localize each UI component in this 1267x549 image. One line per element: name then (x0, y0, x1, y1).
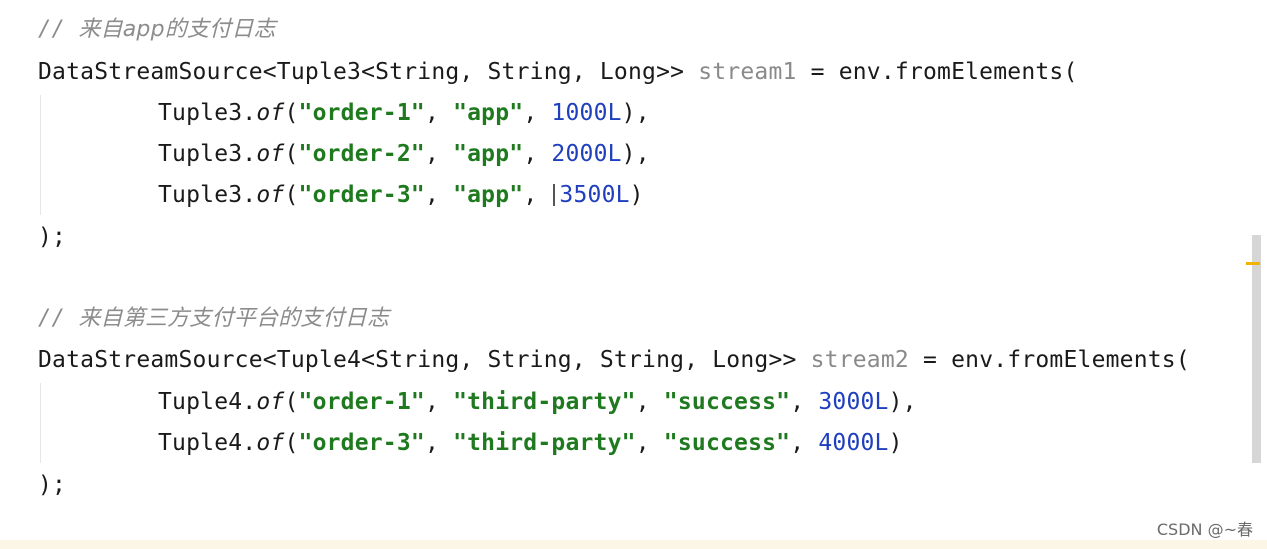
paren-end: ), (621, 141, 650, 167)
separator: , (424, 141, 454, 167)
separator: , (635, 389, 664, 415)
indent-guide (40, 383, 41, 463)
paren-end: ) (629, 182, 644, 208)
string-literal: "order-1" (298, 389, 425, 415)
string-literal: "app" (453, 182, 524, 208)
string-literal: "third-party" (453, 430, 636, 456)
string-literal: "order-2" (298, 141, 425, 167)
method-name: of (256, 182, 285, 208)
variable-name: stream2 (810, 347, 909, 373)
code-line-tuple[interactable]: Tuple4.of("order-1", "third-party", "suc… (158, 382, 917, 422)
comment-line-third-party: // 来自第三方支付平台的支付日志 (38, 299, 389, 339)
code-line-tuple[interactable]: Tuple4.of("order-3", "third-party", "suc… (158, 423, 903, 463)
string-literal: "app" (453, 141, 524, 167)
code-line-close[interactable]: ); (38, 217, 66, 257)
paren-end: ) (888, 430, 903, 456)
code-line-tuple[interactable]: Tuple3.of("order-3", "app", 3500L) (158, 175, 644, 215)
separator: , (790, 430, 819, 456)
method-name: of (256, 389, 285, 415)
separator: , (523, 141, 552, 167)
class-ref: Tuple4. (158, 430, 257, 456)
statement-close: ); (38, 472, 67, 498)
text-cursor (553, 183, 556, 206)
string-literal: "success" (663, 389, 791, 415)
code-line-stream1-declaration[interactable]: DataStreamSource<Tuple3<String, String, … (38, 52, 1078, 92)
number-literal: 3500L (559, 182, 630, 208)
string-literal: "success" (663, 430, 791, 456)
class-ref: Tuple4. (158, 389, 257, 415)
comment-prefix: // (38, 17, 79, 42)
paren: ( (284, 389, 299, 415)
indent-guide (40, 95, 41, 215)
code-line-tuple[interactable]: Tuple3.of("order-2", "app", 2000L), (158, 134, 650, 174)
assignment-call: = env.fromElements( (796, 59, 1078, 85)
separator: , (424, 182, 454, 208)
code-line-stream2-declaration[interactable]: DataStreamSource<Tuple4<String, String, … (38, 340, 1190, 380)
variable-name: stream1 (698, 59, 797, 85)
separator: , (424, 430, 454, 456)
bottom-strip (0, 540, 1267, 549)
number-literal: 2000L (551, 141, 622, 167)
type-declaration: DataStreamSource<Tuple4<String, String, … (38, 347, 811, 373)
string-literal: "third-party" (453, 389, 636, 415)
number-literal: 3000L (818, 389, 889, 415)
vertical-scrollbar-thumb[interactable] (1252, 235, 1261, 463)
number-literal: 4000L (818, 430, 889, 456)
method-name: of (256, 141, 285, 167)
code-line-close[interactable]: ); (38, 465, 66, 505)
statement-close: ); (38, 224, 67, 250)
paren: ( (284, 100, 299, 126)
separator: , (635, 430, 664, 456)
class-ref: Tuple3. (158, 182, 257, 208)
separator: , (424, 100, 454, 126)
class-ref: Tuple3. (158, 141, 257, 167)
code-line-tuple[interactable]: Tuple3.of("order-1", "app", 1000L), (158, 93, 650, 133)
paren: ( (284, 141, 299, 167)
comment-prefix: // (38, 306, 79, 331)
paren: ( (284, 182, 299, 208)
paren-end: ), (888, 389, 917, 415)
method-name: of (256, 430, 285, 456)
comment-line-app: // 来自app的支付日志 (38, 10, 276, 50)
warning-marker[interactable] (1246, 262, 1260, 265)
string-literal: "order-3" (298, 182, 425, 208)
comment-text: 来自第三方支付平台的支付日志 (78, 306, 390, 331)
csdn-watermark: CSDN @~春 (1156, 520, 1253, 539)
string-literal: "order-1" (298, 100, 425, 126)
assignment-call: = env.fromElements( (908, 347, 1190, 373)
separator: , (790, 389, 819, 415)
paren-end: ), (621, 100, 650, 126)
comment-text: 来自app的支付日志 (78, 17, 276, 42)
string-literal: "order-3" (298, 430, 425, 456)
separator: , (523, 182, 552, 208)
paren: ( (284, 430, 299, 456)
class-ref: Tuple3. (158, 100, 257, 126)
string-literal: "app" (453, 100, 524, 126)
method-name: of (256, 100, 285, 126)
separator: , (523, 100, 552, 126)
number-literal: 1000L (551, 100, 622, 126)
separator: , (424, 389, 454, 415)
type-declaration: DataStreamSource<Tuple3<String, String, … (38, 59, 699, 85)
